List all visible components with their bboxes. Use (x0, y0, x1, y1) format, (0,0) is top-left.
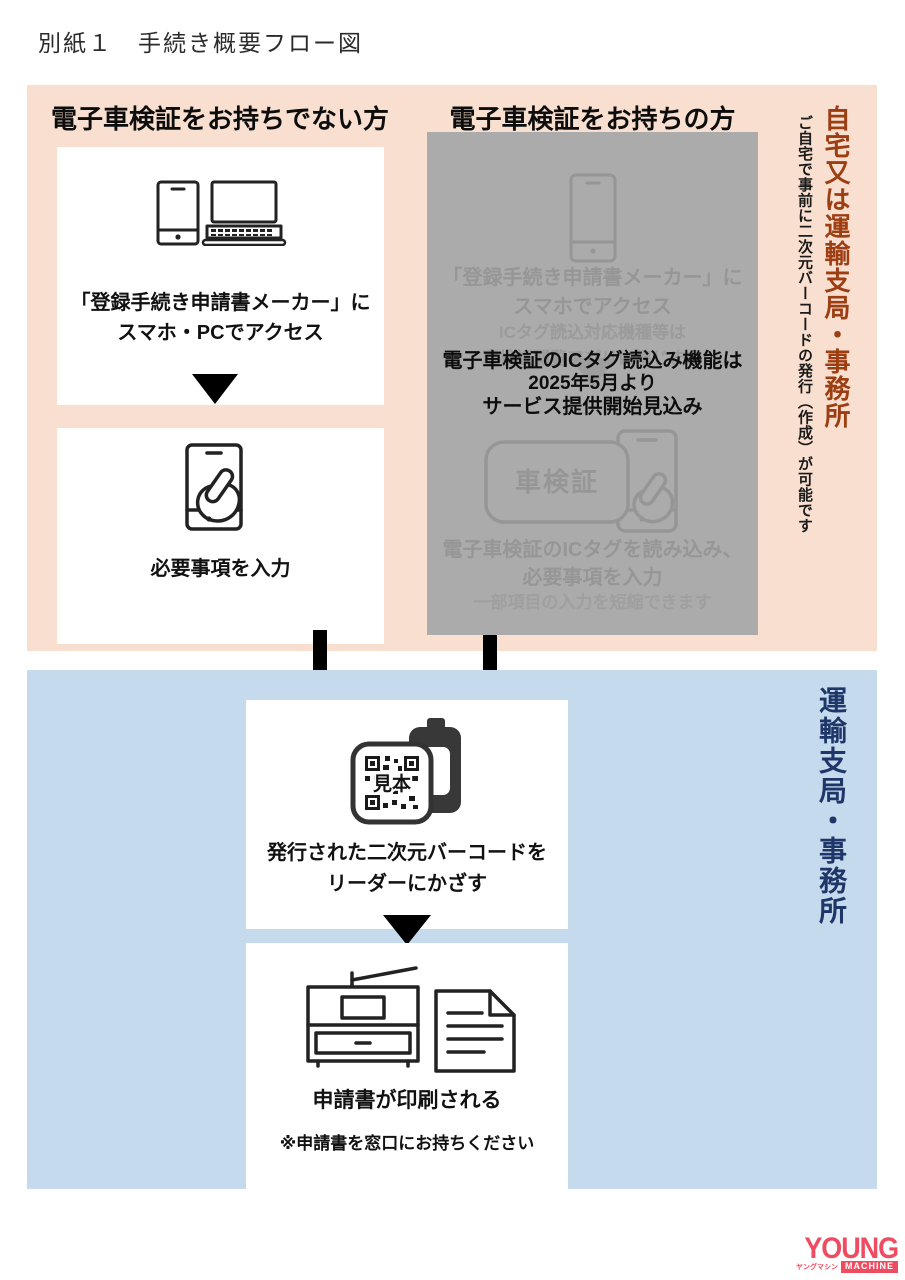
step1-caption: 「登録手続き申請書メーカー」に スマホ・PCでアクセス (70, 292, 371, 344)
logo-wordmark: YOUNG (804, 1231, 899, 1266)
office-section: 見本 発行された二次元バーコードを リーダーにかざす (27, 670, 877, 1193)
office-side-label: 運輸支局・事務所 (816, 686, 847, 926)
logo-machine-badge: MACHINE (841, 1261, 898, 1273)
disabled-step2-note: 一部項目の入力を短縮できます (473, 593, 712, 612)
step-box-access-maker: 「登録手続き申請書メーカー」に スマホ・PCでアクセス (57, 147, 384, 405)
step-box-enter-info: 必要事項を入力 (57, 428, 384, 644)
logo-katakana: ヤングマシン (796, 1263, 838, 1271)
column-header-has-cert: 電子車検証をお持ちの方 (449, 104, 736, 134)
vehicle-certificate-card-phone-icon: 車検証 (484, 429, 678, 533)
printer-document-icon (306, 966, 516, 1073)
young-machine-logo: YOUNG ヤングマシン MACHINE (794, 1233, 899, 1273)
down-arrow (192, 374, 238, 404)
card-label: 車検証 (515, 467, 599, 497)
step-box-print-application: 申請書が印刷される ※申請書を窓口にお持ちください (246, 943, 568, 1193)
step3-caption: 発行された二次元バーコードを リーダーにかざす (267, 842, 547, 895)
disabled-column-has-cert: 「登録手続き申請書メーカー」に スマホでアクセス ICタグ読込対応機種等は 車検… (427, 132, 758, 635)
service-start-notice: 電子車検証のICタグ読込み機能は 2025年5月より サービス提供開始見込み (442, 350, 743, 418)
down-arrow-disabled (427, 358, 758, 388)
page-title: 別紙１ 手続き概要フロー図 (38, 30, 363, 56)
home-side-label: 自宅又は運輸支局・事務所 (821, 105, 851, 429)
step4-note: ※申請書を窓口にお持ちください (279, 1133, 535, 1153)
down-arrow (383, 915, 431, 945)
qr-sample-label: 見本 (373, 772, 411, 795)
column-header-no-cert: 電子車検証をお持ちでない方 (50, 104, 389, 134)
disabled-step2-caption: 電子車検証のICタグを読み込み、 必要事項を入力 (442, 539, 743, 589)
step2-caption: 必要事項を入力 (150, 558, 291, 580)
disabled-step1-caption: 「登録手続き申請書メーカー」に スマホでアクセス (442, 267, 743, 318)
step4-caption: 申請書が印刷される (312, 1089, 502, 1112)
smartphone-icon-disabled (569, 173, 616, 263)
smartphone-laptop-icon (156, 180, 286, 246)
phone-tap-icon (184, 443, 243, 531)
home-section: 電子車検証をお持ちでない方 電子車検証をお持ちの方 「登録手続き申請書メーカー」… (27, 85, 877, 651)
home-side-note: ご自宅で事前に二次元バーコードの発行（作成）が可能です (796, 115, 813, 534)
qr-code-reader-icon: 見本 (350, 718, 461, 825)
step-box-scan-qr: 見本 発行された二次元バーコードを リーダーにかざす (246, 700, 568, 929)
